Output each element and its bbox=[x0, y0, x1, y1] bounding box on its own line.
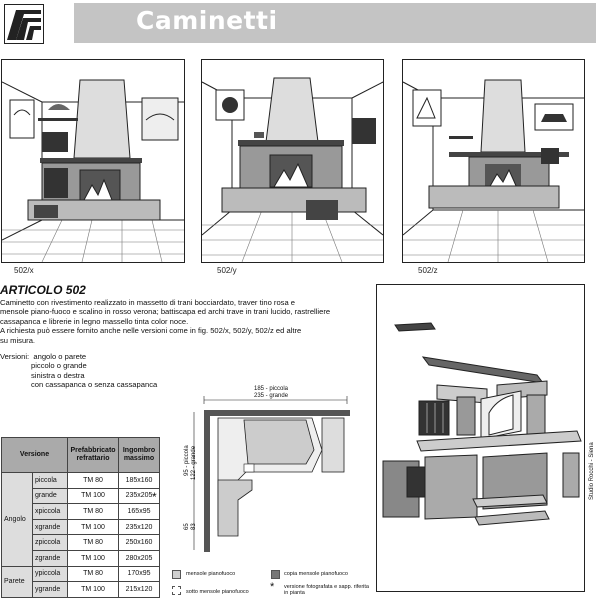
illustration-502x bbox=[1, 59, 185, 263]
ingombro-cell: 215x120 bbox=[118, 581, 160, 598]
table-row: Parete ypiccola TM 80 170x95 bbox=[1, 565, 160, 598]
description-line: cassapanca e librerie in legno massello … bbox=[0, 316, 189, 326]
pref-cell: TM 100 bbox=[67, 518, 119, 536]
size-cell: piccola bbox=[32, 472, 68, 489]
legend-label: copia mensole pianofuoco bbox=[284, 571, 348, 577]
ingombro-cell: 165x95 bbox=[118, 503, 160, 520]
page-title: Caminetti bbox=[136, 6, 278, 35]
dim-left-large: 122 - grande bbox=[191, 445, 197, 480]
description-line: A richiesta può essere fornito anche nel… bbox=[0, 326, 302, 336]
versions-list: Versioni: angolo o parete piccolo o gran… bbox=[0, 352, 157, 390]
ingombro-cell: 185x160 bbox=[118, 472, 160, 489]
ingombro-cell: 235x120 bbox=[118, 518, 160, 536]
ingombro-cell: 170x95 bbox=[118, 565, 160, 583]
caption-502x: 502/x bbox=[14, 266, 34, 275]
version-item: piccolo o grande bbox=[31, 361, 87, 371]
size-cell: ygrande bbox=[32, 581, 68, 598]
legend-star-icon: * bbox=[270, 581, 275, 593]
caption-502y: 502/y bbox=[217, 266, 237, 275]
legend-swatch bbox=[172, 586, 181, 595]
table-header-versione: Versione bbox=[1, 437, 68, 473]
photographed-version-star: * bbox=[152, 490, 157, 504]
dim-top-small: 185 - piccola bbox=[254, 386, 289, 392]
pref-cell: TM 100 bbox=[67, 581, 119, 598]
title-bar: Caminetti bbox=[74, 3, 596, 43]
ingombro-cell: 250x160 bbox=[118, 534, 160, 551]
ingombro-cell: 235x205 bbox=[118, 487, 160, 505]
illustration-502z bbox=[402, 59, 585, 263]
size-cell: grande bbox=[32, 487, 68, 505]
pref-cell: TM 80 bbox=[67, 503, 119, 520]
pref-cell: TM 100 bbox=[67, 549, 119, 567]
table-row: grande TM 100 235x205 bbox=[2, 487, 160, 505]
floor-plan: 185 - piccola 235 - grande 95 - piccola … bbox=[182, 380, 357, 558]
table-header-prefabbricato: Prefabbricato refrattario bbox=[67, 437, 119, 473]
group-cell: Angolo bbox=[1, 472, 33, 567]
legend-label: sotto mensole pianofuoco bbox=[186, 589, 249, 595]
credit-text: Studio Rocchi - Siena bbox=[589, 442, 595, 500]
version-item: angolo o parete bbox=[33, 352, 87, 361]
pref-cell: TM 80 bbox=[67, 534, 119, 551]
dim-top-large: 235 - grande bbox=[254, 393, 289, 399]
table-header-ingombro: Ingombro massimo bbox=[118, 437, 160, 473]
versions-table: Versione Prefabbricato refrattario Ingom… bbox=[1, 437, 160, 598]
dim-left-65: 65 bbox=[184, 523, 190, 530]
article-description: Caminetto con rivestimento realizzato in… bbox=[0, 298, 368, 345]
article-title: ARTICOLO 502 bbox=[0, 283, 86, 297]
pref-cell: TM 80 bbox=[67, 472, 119, 489]
dim-left-small: 95 - piccola bbox=[184, 445, 190, 476]
ingombro-cell: 280x205 bbox=[118, 549, 160, 567]
pref-cell: TM 100 bbox=[67, 487, 119, 505]
pref-cell: TM 80 bbox=[67, 565, 119, 583]
caption-502z: 502/z bbox=[418, 266, 438, 275]
table-row: ygrande TM 100 215x120 bbox=[2, 581, 160, 598]
illustration-502y bbox=[201, 59, 384, 263]
size-cell: zpiccola bbox=[32, 534, 68, 551]
legend-label: versione fotografata e sapp. riferita in… bbox=[284, 584, 369, 596]
legend-swatch bbox=[172, 570, 181, 579]
legend-label: mensole pianofuoco bbox=[186, 571, 236, 577]
version-item: con cassapanca o senza cassapanca bbox=[31, 380, 158, 390]
versions-label: Versioni: bbox=[0, 352, 30, 361]
exploded-view bbox=[376, 284, 585, 592]
description-line: su misura. bbox=[0, 335, 36, 345]
size-cell: ypiccola bbox=[32, 565, 68, 583]
size-cell: xgrande bbox=[32, 518, 68, 536]
group-cell: Parete bbox=[1, 565, 33, 598]
legend-swatch bbox=[271, 570, 280, 579]
size-cell: zgrande bbox=[32, 549, 68, 567]
brand-logo-icon bbox=[4, 4, 44, 44]
table-row: Angolo piccola TM 80 185x160 bbox=[1, 472, 160, 567]
version-item: sinistra o destra bbox=[31, 370, 85, 380]
size-cell: xpiccola bbox=[32, 503, 68, 520]
description-line: Caminetto con rivestimento realizzato in… bbox=[0, 298, 296, 307]
description-line: mensole piano-fuoco e scalino in rosso v… bbox=[0, 307, 331, 317]
dim-left-83: 83 bbox=[191, 523, 197, 530]
table-row: xgrande TM 100 235x120 bbox=[2, 518, 160, 536]
